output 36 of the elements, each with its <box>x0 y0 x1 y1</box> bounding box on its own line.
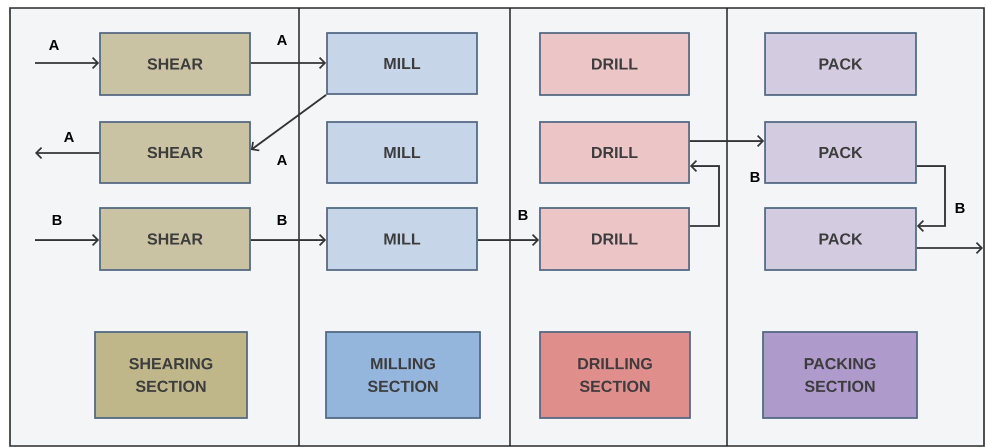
edge-label: B <box>52 214 62 226</box>
arrow <box>916 165 946 232</box>
process-box: MILL <box>326 121 478 184</box>
arrow <box>35 147 100 159</box>
arrow <box>35 57 100 69</box>
section-box: PACKING SECTION <box>762 331 918 419</box>
edge-label: A <box>49 40 59 50</box>
edge-label: A <box>277 34 287 46</box>
process-box: SHEAR <box>99 32 251 96</box>
process-box: MILL <box>326 207 478 271</box>
process-box: DRILL <box>539 207 690 271</box>
process-box: PACK <box>764 121 917 184</box>
arrow <box>250 234 326 246</box>
section-box: MILLING SECTION <box>325 331 481 419</box>
process-box: PACK <box>764 32 917 96</box>
process-box: DRILL <box>539 121 690 184</box>
arrow <box>478 234 540 246</box>
process-box: SHEAR <box>99 121 251 184</box>
section-box: DRILLING SECTION <box>539 331 691 419</box>
process-box: MILL <box>326 32 478 95</box>
edge-label: B <box>278 214 287 226</box>
arrow <box>916 242 983 254</box>
process-box: DRILL <box>539 32 690 96</box>
arrow <box>690 135 764 147</box>
edge-label: B <box>750 172 760 182</box>
arrow <box>690 160 720 227</box>
process-box: PACK <box>764 207 917 271</box>
edge-label: B <box>518 210 528 220</box>
section-box: SHEARING SECTION <box>94 331 248 419</box>
arrow <box>250 94 327 152</box>
edge-label: A <box>64 132 74 142</box>
arrow <box>35 234 100 246</box>
edge-label: A <box>277 154 287 166</box>
arrow <box>250 57 326 69</box>
edge-label: B <box>956 202 965 214</box>
process-box: SHEAR <box>99 207 251 271</box>
